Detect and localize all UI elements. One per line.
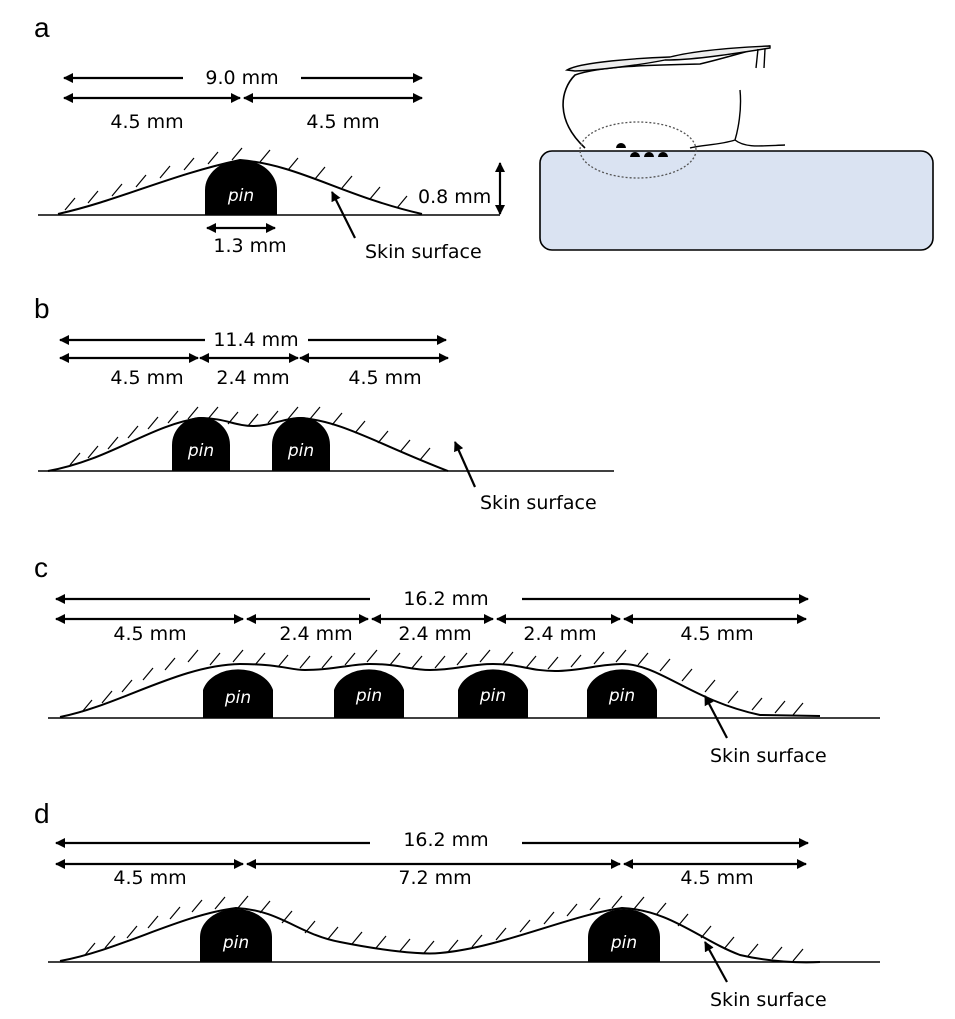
skin-surface-label: Skin surface [710, 745, 827, 767]
pin-label: pin [479, 686, 506, 706]
segment-label: 4.5 mm [680, 867, 753, 889]
segment-label: 2.4 mm [398, 623, 471, 645]
skin-surface-curve [57, 158, 423, 215]
panel-a: a 9.0 mm 4.5 mm 4.5 mm pin 1.3 mm 0.8 [34, 12, 505, 263]
pin [205, 160, 277, 215]
skin-surface-label: Skin surface [710, 989, 827, 1011]
panel-b: b 11.4 mm 4.5 mm 2.4 mm 4.5 mm pin pin S… [34, 293, 614, 514]
finger-inset [539, 45, 934, 251]
pin-label: pin [187, 441, 214, 461]
segment-label: 4.5 mm [113, 623, 186, 645]
pin-label: pin [610, 933, 637, 953]
skin-hatching [64, 147, 408, 211]
pin [334, 669, 404, 718]
total-span-label: 16.2 mm [403, 588, 488, 610]
skin-surface-curve [59, 906, 821, 964]
panel-c: c 16.2 mm 4.5 mm 2.4 mm 2.4 mm 2.4 mm 4.… [34, 552, 880, 767]
total-span-label: 16.2 mm [403, 829, 488, 851]
segment-label: 7.2 mm [398, 867, 471, 889]
segment-label: 4.5 mm [110, 111, 183, 133]
pin-icon [644, 152, 654, 157]
contact-region-ellipse [579, 121, 697, 179]
skin-hatching [84, 895, 804, 962]
segment-label: 2.4 mm [216, 367, 289, 389]
skin-surface-curve [59, 662, 821, 718]
pin-width-label: 1.3 mm [213, 235, 286, 257]
skin-pointer-arrow [453, 441, 477, 488]
segment-label: 4.5 mm [348, 367, 421, 389]
skin-hatching [81, 649, 804, 716]
total-span-label: 9.0 mm [205, 67, 278, 89]
skin-surface-label: Skin surface [480, 492, 597, 514]
finger-joint [689, 89, 786, 149]
pin-icon [630, 152, 640, 157]
pin-label: pin [355, 686, 382, 706]
segment-label: 4.5 mm [306, 111, 379, 133]
pin-icon [616, 143, 626, 148]
pin [272, 417, 330, 471]
pin [200, 909, 272, 962]
pin [458, 669, 528, 718]
panel-label: a [34, 12, 50, 43]
pin [587, 669, 657, 718]
panel-label: d [34, 798, 50, 829]
panel-label: c [34, 552, 48, 583]
fingernail [564, 45, 771, 72]
skin-hatching [69, 406, 431, 466]
segment-label: 4.5 mm [680, 623, 753, 645]
pin-label: pin [227, 186, 254, 206]
segment-label: 4.5 mm [113, 867, 186, 889]
total-span-label: 11.4 mm [213, 329, 298, 351]
segment-label: 2.4 mm [523, 623, 596, 645]
pin-label: pin [608, 686, 635, 706]
pin-label: pin [287, 441, 314, 461]
segment-label: 2.4 mm [279, 623, 352, 645]
pin-icon [658, 152, 668, 157]
pin [588, 909, 660, 962]
skin-pointer-arrow [331, 191, 356, 239]
skin-surface-curve [47, 416, 449, 472]
skin-pointer-arrow [704, 695, 728, 739]
pin-display-surface [539, 150, 934, 251]
finger-outline [562, 45, 771, 149]
pin-label: pin [224, 688, 251, 708]
height-label: 0.8 mm [418, 186, 491, 208]
segment-label: 4.5 mm [110, 367, 183, 389]
skin-pointer-arrow [704, 941, 728, 983]
pin [172, 417, 230, 471]
skin-surface-label: Skin surface [365, 241, 482, 263]
pin-label: pin [222, 933, 249, 953]
panel-d: d 16.2 mm 4.5 mm 7.2 mm 4.5 mm pin pin [34, 798, 880, 1011]
panel-label: b [34, 293, 50, 324]
pin [203, 669, 273, 718]
